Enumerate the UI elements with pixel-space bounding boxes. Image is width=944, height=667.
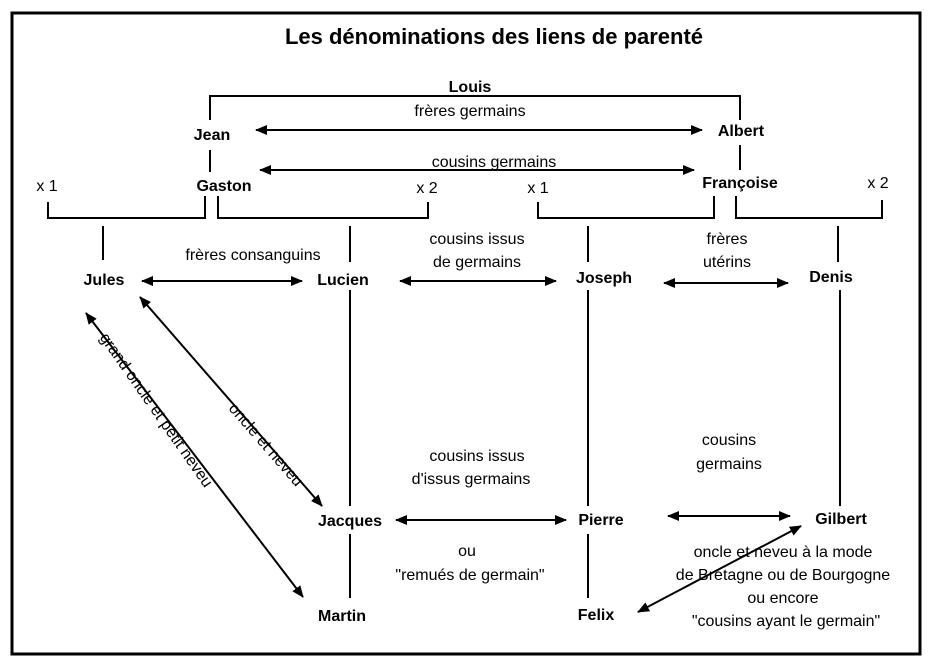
gaston-marriage-2-bracket: [217, 196, 429, 219]
francoise-marriage-2-bracket: [735, 196, 883, 219]
person-martin: Martin: [318, 608, 366, 625]
label-mode-line1: oncle et neveu à la mode: [694, 544, 873, 561]
label-remues-de-germain: "remués de germain": [395, 567, 544, 584]
label-issus-issus-line2: d'issus germains: [412, 471, 531, 488]
label-freres-uterins-line2: utérins: [703, 254, 751, 271]
label-cousins-germains-top: cousins germains: [432, 154, 557, 171]
person-gilbert: Gilbert: [815, 511, 867, 528]
label-mode-line3: ou encore: [747, 590, 818, 607]
person-lucien: Lucien: [317, 272, 369, 289]
person-joseph: Joseph: [576, 270, 632, 287]
person-felix: Felix: [578, 607, 615, 624]
label-oncle-neveu: oncle et neveu: [225, 400, 306, 490]
label-ou: ou: [458, 543, 476, 560]
label-cousins-issus-line2: de germains: [433, 254, 521, 271]
person-francoise: Françoise: [702, 175, 778, 192]
label-freres-consanguins: frères consanguins: [185, 247, 320, 264]
label-issus-issus-line1: cousins issus: [429, 448, 524, 465]
label-freres-uterins-line1: frères: [707, 231, 748, 248]
person-jules: Jules: [84, 272, 125, 289]
label-mode-line4: "cousins ayant le germain": [692, 613, 880, 630]
label-cousins-issus-line1: cousins issus: [429, 231, 524, 248]
person-pierre: Pierre: [578, 512, 623, 529]
oncle-neveu-arrow: [139, 296, 323, 507]
label-mode-line2: de Bretagne ou de Bourgogne: [676, 567, 891, 584]
label-grand-oncle-petit-neveu: grand oncle et petit neveu: [96, 330, 216, 491]
person-louis: Louis: [449, 79, 492, 96]
person-denis: Denis: [809, 269, 853, 286]
diagram-frame: [10, 11, 922, 656]
marriage-gaston-2-label: x 2: [416, 180, 437, 197]
label-cousins-germains-low-line2: germains: [696, 456, 762, 473]
diagram-title: Les dénominations des liens de parenté: [285, 24, 703, 49]
marriage-gaston-1-label: x 1: [36, 178, 57, 195]
louis-children-bracket: [209, 95, 741, 120]
person-jean: Jean: [194, 127, 230, 144]
person-gaston: Gaston: [196, 178, 251, 195]
person-jacques: Jacques: [318, 513, 382, 530]
mode-bretagne-arrow: [637, 525, 802, 613]
marriage-francoise-2-label: x 2: [867, 175, 888, 192]
label-cousins-germains-low-line1: cousins: [702, 432, 756, 449]
person-albert: Albert: [718, 123, 765, 140]
francoise-marriage-1-bracket: [537, 196, 715, 219]
marriage-francoise-1-label: x 1: [527, 180, 548, 197]
label-freres-germains: frères germains: [414, 103, 525, 120]
gaston-marriage-1-bracket: [47, 196, 206, 219]
